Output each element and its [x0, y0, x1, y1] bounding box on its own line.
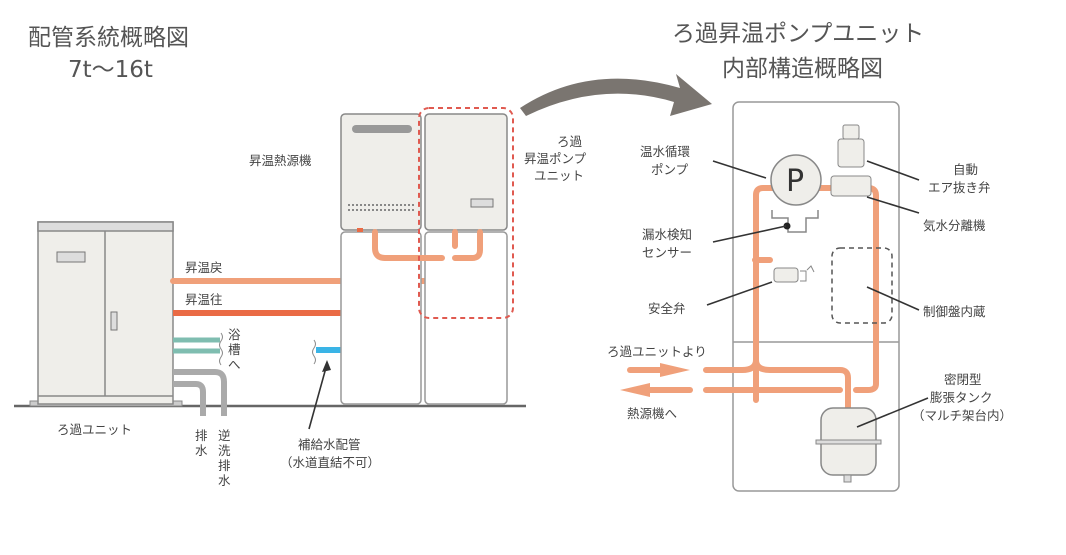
- expansion-tank: [815, 407, 882, 483]
- multi-stand: [340, 231, 508, 405]
- leak-sensor-dot: [783, 222, 791, 230]
- pump-unit: [424, 113, 508, 231]
- makeup-water-label: 補給水配管: [298, 437, 361, 452]
- break-mark: [312, 339, 316, 365]
- drain-pipes: [173, 369, 227, 416]
- filter-unit-label: ろ過ユニット: [57, 422, 132, 437]
- drain-label: 排: [195, 428, 208, 443]
- leak-sensor-label: センサー: [642, 245, 692, 260]
- right-subtitle: 内部構造概略図: [722, 56, 883, 82]
- leader-arrowhead: [322, 360, 331, 372]
- auto-air-vent-label: エア抜き弁: [928, 180, 991, 195]
- pump-label: ポンプ: [651, 162, 689, 177]
- inflow-arrowhead: [660, 363, 690, 377]
- inlet-outlet-pipes: [703, 357, 851, 411]
- makeup-water-note: （水道直結不可）: [280, 455, 380, 470]
- heat-source-label: 昇温熱源機: [249, 153, 312, 168]
- right-title: ろ過昇温ポンプユニット: [672, 21, 924, 47]
- heat-source-unit: [340, 113, 422, 231]
- to-bath-label: 浴: [228, 327, 241, 342]
- auto-air-vent-label: 自動: [953, 162, 978, 177]
- control-panel-label: 制御盤内蔵: [923, 304, 986, 319]
- safety-valve-label: 安全弁: [648, 301, 686, 316]
- pump-unit-label: ユニット: [534, 168, 584, 183]
- pump-unit-label: ろ過: [557, 134, 583, 149]
- zoom-arrow: [520, 74, 712, 116]
- return-pipe-label: 昇温戻: [185, 260, 223, 275]
- to-bath-label: へ: [228, 357, 241, 372]
- to-bath-label: 槽: [228, 342, 241, 357]
- drain-label: 水: [195, 443, 208, 458]
- filter-unit-cabinet: [29, 221, 183, 407]
- makeup-leader-line: [308, 363, 328, 430]
- backwash-label: 排: [218, 458, 231, 473]
- to-heat-source-label: 熱源機へ: [627, 406, 677, 421]
- pump-unit-highlight: [418, 107, 514, 319]
- pump-unit-label: 昇温ポンプ: [524, 151, 587, 166]
- circulation-pump: P: [770, 154, 822, 206]
- air-separator-label: 気水分離機: [923, 218, 986, 233]
- unit-connection-pipes: [372, 229, 483, 261]
- break-mark: [219, 332, 223, 366]
- control-panel-outline: [831, 247, 893, 324]
- backwash-label: 洗: [218, 443, 231, 458]
- outflow-arrowhead: [620, 383, 650, 397]
- expansion-tank-label: （マルチ架台内）: [912, 408, 1012, 423]
- leak-tray: [771, 210, 819, 233]
- air-separator: [830, 124, 872, 197]
- backwash-label: 水: [218, 473, 231, 488]
- expansion-tank-label: 密閉型: [944, 372, 982, 387]
- safety-valve: [773, 265, 815, 283]
- pump-symbol: P: [786, 164, 804, 199]
- pump-label: 温水循環: [640, 144, 691, 159]
- expansion-tank-label: 膨張タンク: [930, 390, 993, 405]
- from-filter-label: ろ過ユニットより: [607, 344, 707, 359]
- left-subtitle: 7t〜16t: [68, 57, 153, 83]
- backwash-label: 逆: [218, 428, 231, 443]
- left-title: 配管系統概略図: [28, 25, 189, 51]
- bath-pipes: [173, 337, 220, 354]
- leak-sensor-label: 漏水検知: [642, 227, 692, 242]
- leader-lines: [706, 160, 929, 428]
- supply-pipe-label: 昇温往: [185, 292, 223, 307]
